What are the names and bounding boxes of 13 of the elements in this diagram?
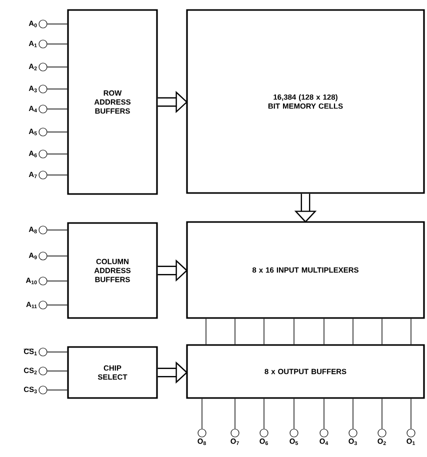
connector-line [46,88,68,90]
connector-line [352,318,354,345]
connector-line [410,398,412,430]
connector-line [352,398,354,430]
connector-line [46,66,68,68]
connector-line [234,398,236,430]
connector-line [46,174,68,176]
connector-line [410,318,412,345]
connector-line [46,280,68,282]
connector-line [234,318,236,345]
connector-line [46,370,68,372]
connector-line [46,108,68,110]
connector-line [46,304,68,306]
